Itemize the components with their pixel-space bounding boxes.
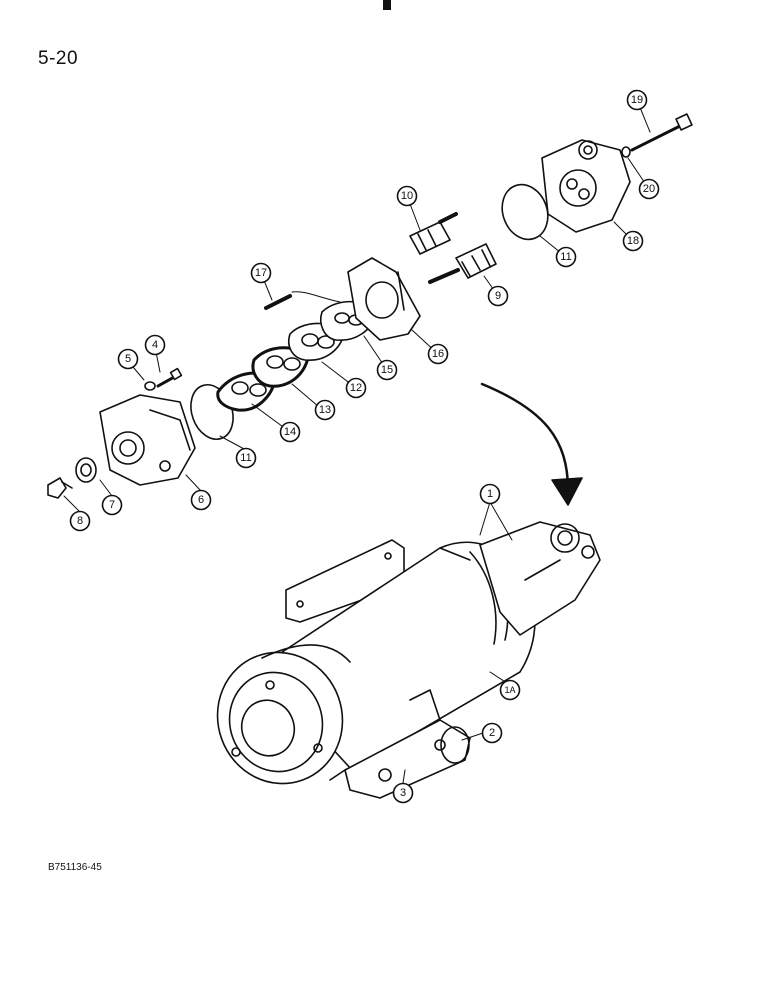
part-5-washer xyxy=(144,381,156,391)
callout-1a: 1A xyxy=(499,679,521,701)
part-16-gear-housing xyxy=(347,257,421,341)
callout-19: 19 xyxy=(626,89,648,111)
part-9-drive-gear xyxy=(428,243,497,284)
part-11-o-ring-rear xyxy=(501,183,549,241)
svg-text:17: 17 xyxy=(255,267,267,279)
svg-text:11: 11 xyxy=(240,452,251,464)
callout-5: 5 xyxy=(117,348,139,370)
callout-12: 12 xyxy=(345,377,367,399)
callout-9: 9 xyxy=(487,285,509,307)
top-mark xyxy=(383,0,391,10)
svg-text:16: 16 xyxy=(432,348,444,360)
callout-6: 6 xyxy=(190,489,212,511)
callout-14: 14 xyxy=(279,421,301,443)
part-6-pump-body xyxy=(99,394,196,486)
svg-text:12: 12 xyxy=(350,382,362,394)
svg-text:6: 6 xyxy=(198,494,204,506)
svg-text:1: 1 xyxy=(487,488,493,500)
part-18-end-cover xyxy=(541,139,631,233)
assembly-arrow xyxy=(480,382,583,506)
callout-17: 17 xyxy=(250,262,272,284)
part-8-plug xyxy=(47,477,73,499)
svg-text:19: 19 xyxy=(631,94,643,106)
part-19-bolt xyxy=(630,113,693,152)
svg-text:2: 2 xyxy=(489,727,495,739)
page-number: 5-20 xyxy=(38,48,79,69)
svg-text:11: 11 xyxy=(560,251,571,263)
callout-13: 13 xyxy=(314,399,336,421)
part-4-bolt xyxy=(156,367,183,388)
callout-1: 1 xyxy=(479,483,501,505)
svg-text:20: 20 xyxy=(643,183,655,195)
part-13-gasket xyxy=(251,346,310,388)
part-17-pin xyxy=(264,291,341,310)
callout-11-front: 11 xyxy=(235,447,257,469)
part-7-seal xyxy=(75,457,97,483)
callout-8: 8 xyxy=(69,510,91,532)
callout-18: 18 xyxy=(622,230,644,252)
figure-code: B751136-45 xyxy=(48,862,102,873)
svg-text:1A: 1A xyxy=(504,685,515,695)
svg-text:4: 4 xyxy=(152,339,158,351)
svg-text:9: 9 xyxy=(495,290,501,302)
starter-motor-assembly xyxy=(216,521,601,799)
callout-15: 15 xyxy=(376,359,398,381)
svg-text:7: 7 xyxy=(109,499,115,511)
callouts: 1 1A 2 3 4 5 6 7 8 9 10 11 11 12 13 14 1… xyxy=(69,89,660,804)
svg-text:5: 5 xyxy=(125,353,131,365)
callout-11-rear: 11 xyxy=(555,246,577,268)
callout-3: 3 xyxy=(392,782,414,804)
svg-text:14: 14 xyxy=(284,426,296,438)
callout-4: 4 xyxy=(144,334,166,356)
svg-text:13: 13 xyxy=(319,404,331,416)
svg-text:3: 3 xyxy=(400,787,406,799)
callout-20: 20 xyxy=(638,178,660,200)
part-10-idler-gear xyxy=(409,212,458,255)
svg-text:18: 18 xyxy=(627,235,639,247)
part-20-washer xyxy=(621,146,631,158)
svg-text:8: 8 xyxy=(77,515,83,527)
callout-16: 16 xyxy=(427,343,449,365)
callout-10: 10 xyxy=(396,185,418,207)
callout-2: 2 xyxy=(481,722,503,744)
callout-7: 7 xyxy=(101,494,123,516)
svg-text:15: 15 xyxy=(381,364,393,376)
svg-text:10: 10 xyxy=(401,190,413,202)
